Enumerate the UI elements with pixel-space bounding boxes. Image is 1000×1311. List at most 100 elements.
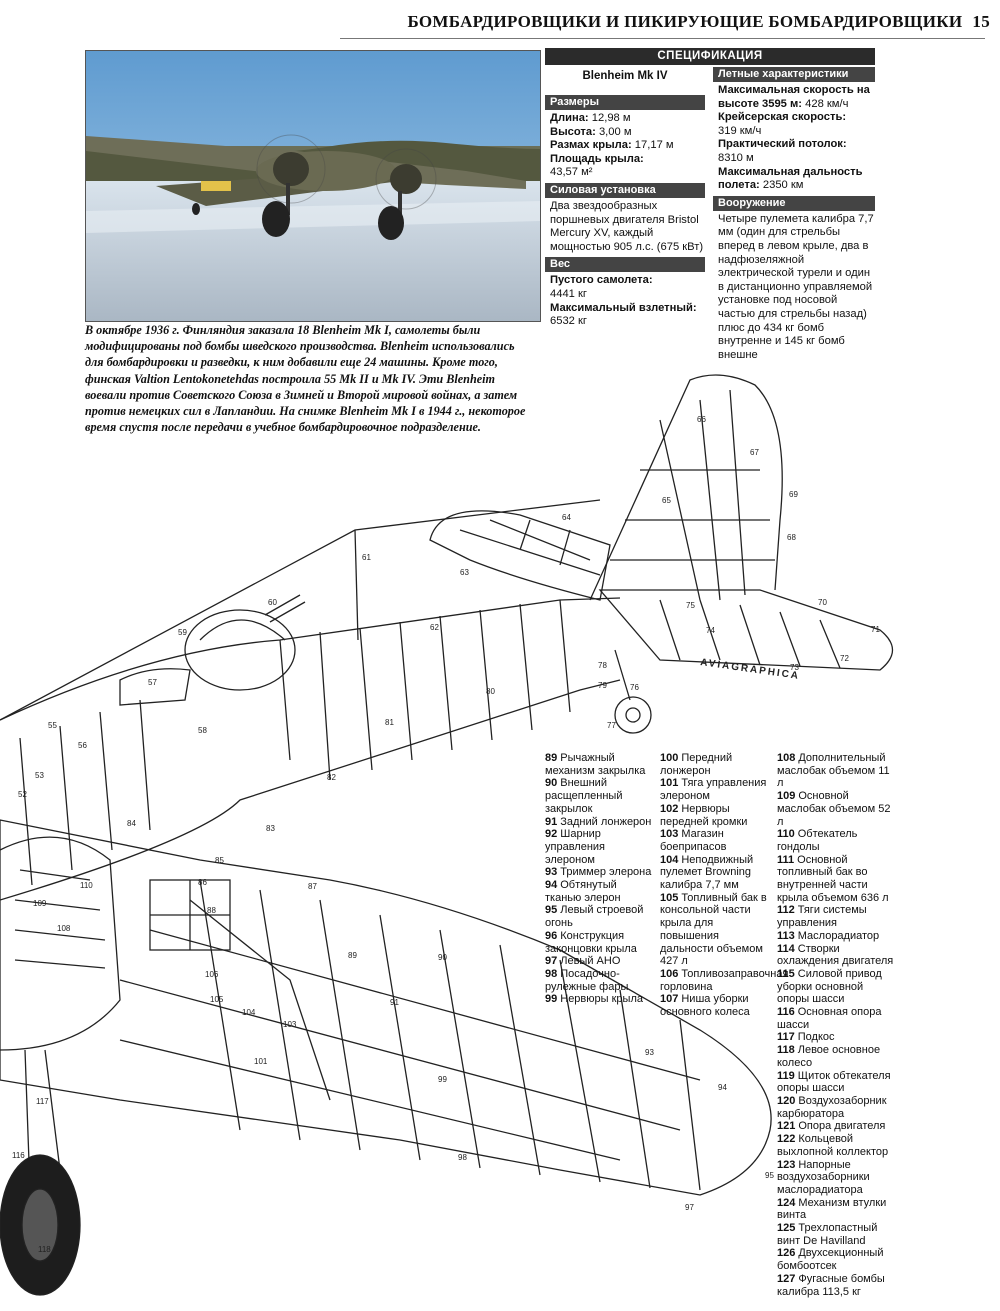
- spec-section-performance: Летные характеристики: [713, 67, 875, 82]
- legend-number: 123: [777, 1158, 796, 1171]
- legend-text: Конструкция законцовки крыла: [545, 929, 637, 955]
- callout-number: 85: [215, 856, 224, 865]
- legend-number: 91: [545, 815, 558, 828]
- legend-text: Створки охлаждения двигателя: [777, 942, 894, 968]
- legend-text: Левый АНО: [560, 955, 621, 968]
- callout-number: 109: [33, 899, 47, 908]
- callout-number: 81: [385, 718, 394, 727]
- legend-number: 124: [777, 1196, 796, 1209]
- legend-number: 94: [545, 879, 558, 892]
- legend-number: 93: [545, 866, 558, 879]
- legend-number: 96: [545, 929, 558, 942]
- spec-section-dimensions: Размеры: [545, 95, 705, 110]
- legend-text: Тяга управления элероном: [660, 777, 767, 803]
- spec-powerplant-text: Два звездообразных поршневых двигателя B…: [550, 199, 704, 253]
- spec-range: Максимальная дальность полета: 2350 км: [718, 165, 863, 192]
- spec-span: Размах крыла: 17,17 м: [550, 139, 674, 152]
- callout-number: 61: [362, 553, 371, 562]
- legend-text: Щиток обтекателя опоры шасси: [777, 1069, 891, 1095]
- callout-number: 60: [268, 598, 277, 607]
- callout-number: 68: [787, 533, 796, 542]
- legend-text: Тяги системы управления: [777, 904, 867, 930]
- callout-number: 74: [706, 626, 715, 635]
- legend-number: 98: [545, 967, 558, 980]
- legend-number: 125: [777, 1222, 796, 1235]
- legend-number: 97: [545, 955, 558, 968]
- spec-length: Длина: 12,98 м: [550, 112, 631, 124]
- page-header: БОМБАРДИРОВЩИКИ И ПИКИРУЮЩИЕ БОМБАРДИРОВ…: [330, 12, 990, 38]
- spec-empty-weight-value: 4441 кг: [550, 287, 587, 300]
- callout-number: 65: [662, 496, 671, 505]
- legend-number: 89: [545, 752, 558, 764]
- callout-number: 88: [207, 906, 216, 915]
- callout-numbers: 5253555657585960616263646566676869707172…: [12, 415, 880, 1254]
- callout-number: 52: [18, 790, 27, 799]
- aircraft-photo: [85, 50, 541, 322]
- legend-text: Основной топливный бак во внутренней час…: [777, 853, 889, 904]
- callout-number: 116: [12, 1151, 25, 1160]
- callout-number: 82: [327, 773, 336, 782]
- callout-number: 110: [80, 881, 93, 890]
- callout-number: 101: [254, 1057, 268, 1066]
- legend-text: Передний лонжерон: [660, 752, 733, 777]
- callout-number: 95: [765, 1171, 774, 1180]
- legend-text: Основная опора шасси: [777, 1006, 882, 1031]
- spec-section-armament: Вооружение: [713, 195, 875, 211]
- legend-number: 106: [660, 967, 679, 980]
- legend-number: 119: [777, 1069, 795, 1082]
- header-rule: [340, 38, 985, 39]
- legend-text: Дополнительный маслобак объемом 11 л: [777, 752, 890, 790]
- legend-text: Рычажный механизм закрылка: [545, 752, 646, 777]
- legend-text: Внешний расщепленный закрылок: [545, 777, 623, 815]
- legend-text: Посадочно-рулежные фары: [545, 967, 629, 993]
- legend-text: Обтекатель гондолы: [777, 828, 858, 853]
- callout-number: 69: [789, 490, 798, 499]
- spec-ceiling-value: 8310 м: [718, 151, 754, 164]
- legend-number: 121: [777, 1120, 796, 1133]
- callout-number: 98: [458, 1153, 467, 1162]
- legend-number: 115: [777, 967, 795, 980]
- callout-number: 56: [78, 741, 87, 750]
- callout-number: 53: [35, 771, 44, 780]
- legend-text: Топливозаправочная горловина: [660, 967, 789, 993]
- legend-number: 114: [777, 942, 795, 955]
- legend-text: Трехлопастный винт De Havilland: [777, 1222, 878, 1247]
- callout-number: 117: [36, 1097, 49, 1106]
- callout-number: 86: [198, 878, 207, 887]
- callout-number: 89: [348, 951, 357, 960]
- callout-number: 91: [390, 998, 399, 1007]
- legend-text: Триммер элерона: [560, 866, 652, 879]
- spec-ceiling-label: Практический потолок:: [718, 138, 847, 151]
- callout-number: 93: [645, 1048, 654, 1057]
- callout-number: 63: [460, 568, 469, 577]
- callout-number: 71: [871, 625, 880, 634]
- legend-text: Обтянутый тканью элерон: [545, 879, 621, 904]
- legend-number: 117: [777, 1031, 795, 1044]
- spec-column-left: Blenheim Mk IV Размеры Длина: 12,98 м Вы…: [545, 67, 705, 329]
- legend-number: 113: [777, 929, 795, 942]
- spec-wing-area-value: 43,57 м²: [550, 166, 593, 179]
- legend-number: 126: [777, 1247, 796, 1260]
- spec-height: Высота: 3,00 м: [550, 125, 632, 138]
- legend-number: 110: [777, 828, 795, 841]
- spec-section-powerplant: Силовая установка: [545, 182, 705, 198]
